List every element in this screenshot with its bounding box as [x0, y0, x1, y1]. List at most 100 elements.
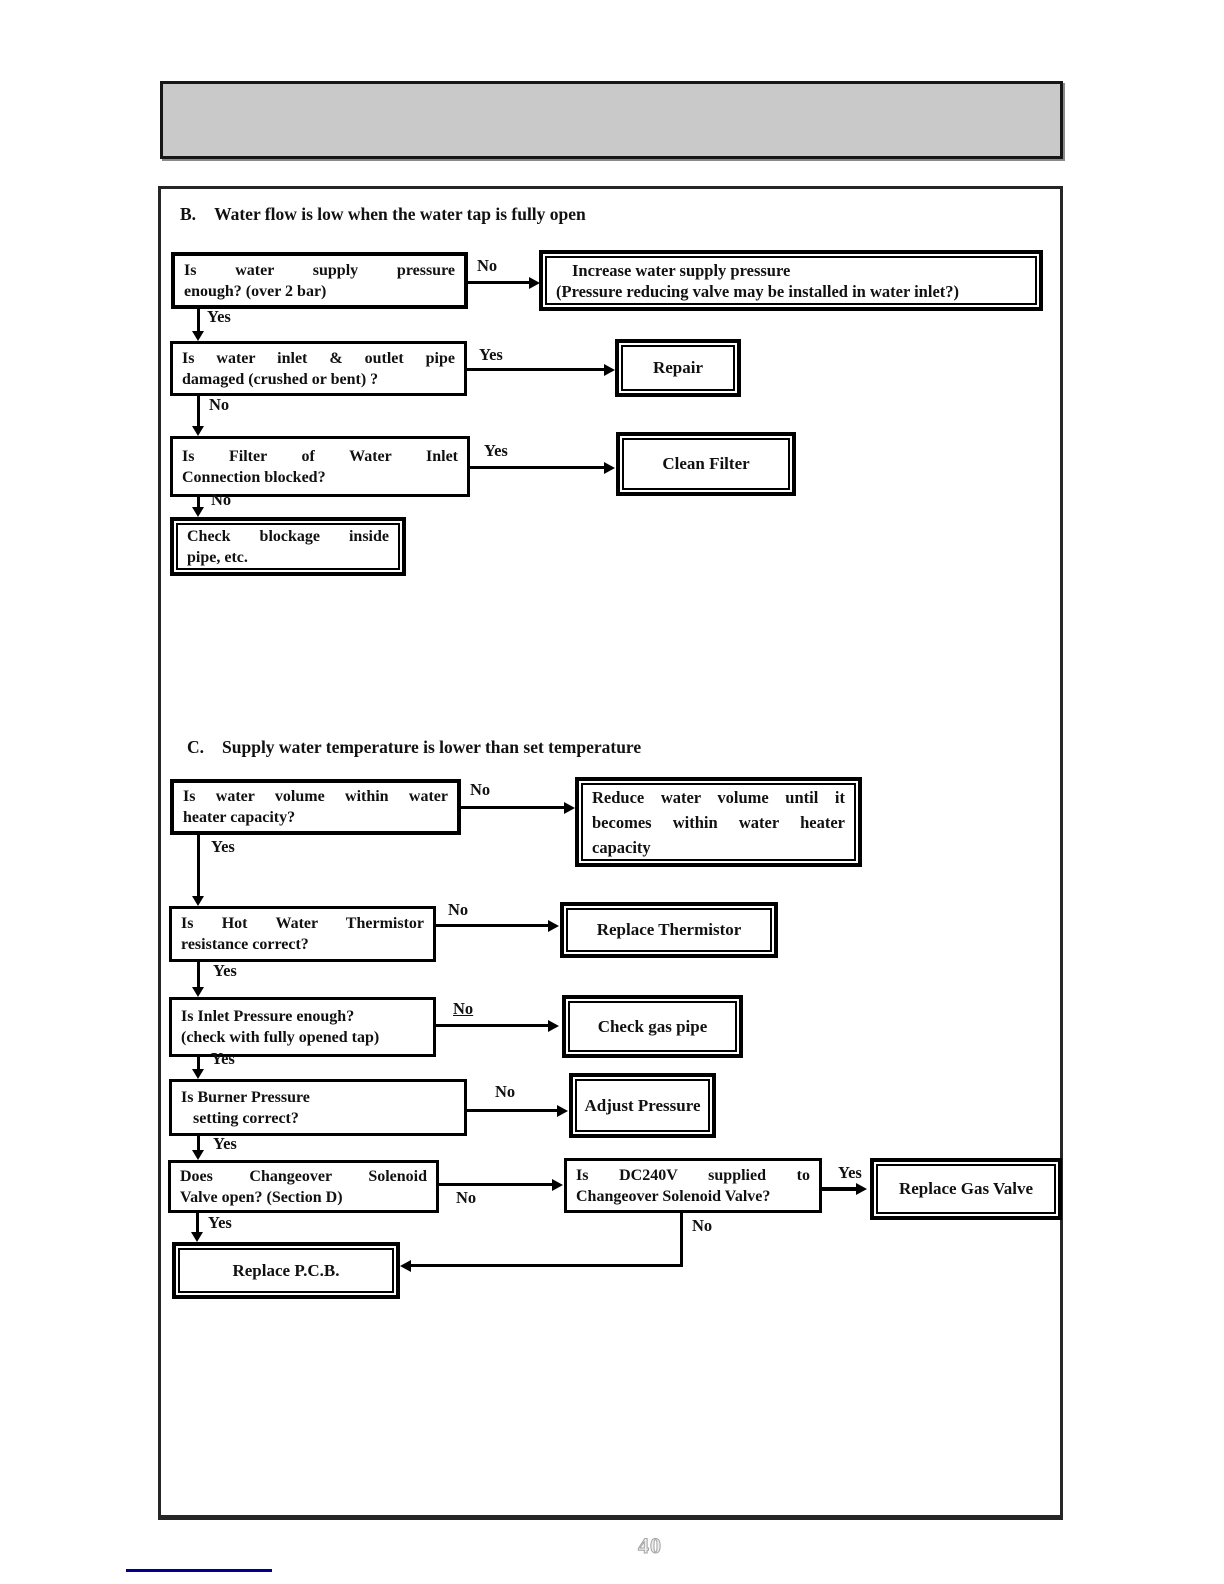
arrowhead-down — [192, 987, 204, 997]
title-gap — [196, 204, 214, 225]
arrow-line — [467, 1109, 559, 1112]
footer-accent-line — [126, 1569, 272, 1572]
question-changeover-solenoid: Does Changeover Solenoid Valve open? (Se… — [168, 1160, 439, 1213]
arrowhead-right — [604, 364, 615, 376]
result-line: Check blockage inside — [187, 527, 389, 545]
result-inner: Increase water supply pressure (Pressure… — [545, 256, 1037, 305]
question-water-supply-pressure: Is water supply pressure enough? (over 2… — [171, 252, 468, 309]
result-inner: Replace P.C.B. — [178, 1248, 394, 1293]
result-line: Increase water supply pressure — [572, 260, 791, 280]
question-line: Valve open? (Section D) — [180, 1188, 343, 1206]
page-number: 40 — [638, 1533, 662, 1559]
question-pipe-damaged: Is water inlet & outlet pipe damaged (cr… — [170, 341, 467, 396]
arrowhead-right — [548, 1020, 559, 1032]
result-increase-pressure: Increase water supply pressure (Pressure… — [539, 250, 1043, 311]
section-b-title-text: Water flow is low when the water tap is … — [214, 204, 586, 224]
result-line: becomes within water heater — [592, 812, 845, 832]
arrowhead-down — [192, 1150, 204, 1160]
question-line: Is DC240V supplied to — [576, 1166, 810, 1184]
result-label: Replace Thermistor — [596, 920, 742, 939]
section-b-title: B. Water flow is low when the water tap … — [180, 204, 586, 225]
arrowhead-right — [552, 1179, 563, 1191]
label-no: No — [470, 780, 491, 799]
arrowhead-down — [192, 507, 204, 517]
question-line: Is water volume within water — [183, 788, 448, 805]
result-inner: Check blockage inside pipe, etc. — [176, 523, 400, 570]
arrowhead-down — [192, 426, 204, 436]
arrowhead-left — [400, 1260, 411, 1272]
arrowhead-down — [192, 331, 204, 341]
question-line: Is water inlet & outlet pipe — [182, 349, 455, 367]
result-line: (Pressure reducing valve may be installe… — [556, 281, 960, 301]
label-yes: Yes — [208, 1213, 232, 1232]
flowchart-frame — [158, 186, 1063, 1520]
result-line: Reduce water volume until it — [592, 787, 845, 807]
result-adjust-pressure: Adjust Pressure — [569, 1073, 716, 1138]
label-no: No — [477, 256, 498, 275]
question-line: Is water supply pressure — [184, 261, 455, 279]
label-yes: Yes — [213, 1134, 237, 1153]
result-label: Replace P.C.B. — [232, 1260, 340, 1280]
label-yes: Yes — [207, 307, 231, 326]
result-line: capacity — [592, 837, 651, 857]
question-line: heater capacity? — [183, 809, 296, 826]
arrow-line — [197, 309, 200, 333]
result-repair: Repair — [615, 339, 741, 397]
label-yes: Yes — [479, 345, 503, 364]
question-line: Changeover Solenoid Valve? — [576, 1187, 771, 1205]
arrow-line — [468, 281, 530, 284]
label-no: No — [456, 1188, 477, 1207]
arrowhead-right — [557, 1105, 568, 1117]
question-water-volume: Is water volume within water heater capa… — [170, 779, 461, 835]
arrow-line — [680, 1213, 683, 1267]
title-gap — [204, 737, 222, 758]
result-replace-gas-valve: Replace Gas Valve — [870, 1158, 1062, 1220]
section-b-label: B. — [180, 204, 197, 224]
arrow-line — [436, 924, 550, 927]
result-replace-pcb: Replace P.C.B. — [172, 1242, 400, 1299]
label-yes: Yes — [211, 837, 235, 856]
arrowhead-right — [529, 277, 540, 289]
result-inner: Clean Filter — [622, 438, 790, 490]
question-line: Does Changeover Solenoid — [180, 1167, 427, 1185]
result-inner: Check gas pipe — [568, 1001, 737, 1052]
arrow-line — [197, 1057, 200, 1070]
result-label: Check gas pipe — [597, 1016, 708, 1036]
label-yes: Yes — [838, 1163, 862, 1182]
question-line: damaged (crushed or bent) ? — [182, 370, 379, 388]
question-thermistor: Is Hot Water Thermistor resistance corre… — [169, 906, 436, 962]
arrowhead-right — [564, 802, 575, 814]
result-label: Clean Filter — [662, 454, 750, 473]
result-label: Repair — [652, 358, 704, 377]
arrow-line — [411, 1264, 683, 1267]
question-line: setting correct? — [193, 1109, 299, 1127]
arrow-line — [197, 962, 200, 988]
arrow-line — [470, 466, 606, 469]
arrow-line — [461, 806, 566, 809]
question-filter-blocked: Is Filter of Water Inlet Connection bloc… — [170, 436, 470, 497]
label-yes: Yes — [484, 441, 508, 460]
result-inner: Reduce water volume until it becomes wit… — [581, 783, 856, 861]
section-c-label: C. — [187, 737, 205, 757]
result-inner: Adjust Pressure — [575, 1079, 710, 1132]
question-line: Connection blocked? — [182, 468, 326, 486]
result-replace-thermistor: Replace Thermistor — [560, 902, 778, 958]
result-label: Replace Gas Valve — [898, 1179, 1034, 1198]
arrow-line — [197, 396, 200, 427]
question-line: (check with fully opened tap) — [181, 1029, 380, 1046]
result-clean-filter: Clean Filter — [616, 432, 796, 496]
arrow-line — [436, 1024, 550, 1027]
result-inner: Replace Thermistor — [566, 908, 772, 952]
question-burner-pressure: Is Burner Pressure setting correct? — [169, 1079, 467, 1136]
question-line: enough? (over 2 bar) — [184, 282, 327, 300]
question-line: Is Hot Water Thermistor — [181, 915, 424, 932]
arrowhead-right — [856, 1183, 867, 1195]
arrowhead-down — [192, 1069, 204, 1079]
label-yes: Yes — [211, 1049, 235, 1068]
label-no: No — [211, 490, 232, 509]
arrow-line — [439, 1183, 554, 1186]
arrow-line — [467, 368, 605, 371]
question-dc240v-supplied: Is DC240V supplied to Changeover Solenoi… — [564, 1158, 822, 1213]
section-c-title: C. Supply water temperature is lower tha… — [187, 737, 641, 758]
arrow-line — [197, 835, 200, 897]
